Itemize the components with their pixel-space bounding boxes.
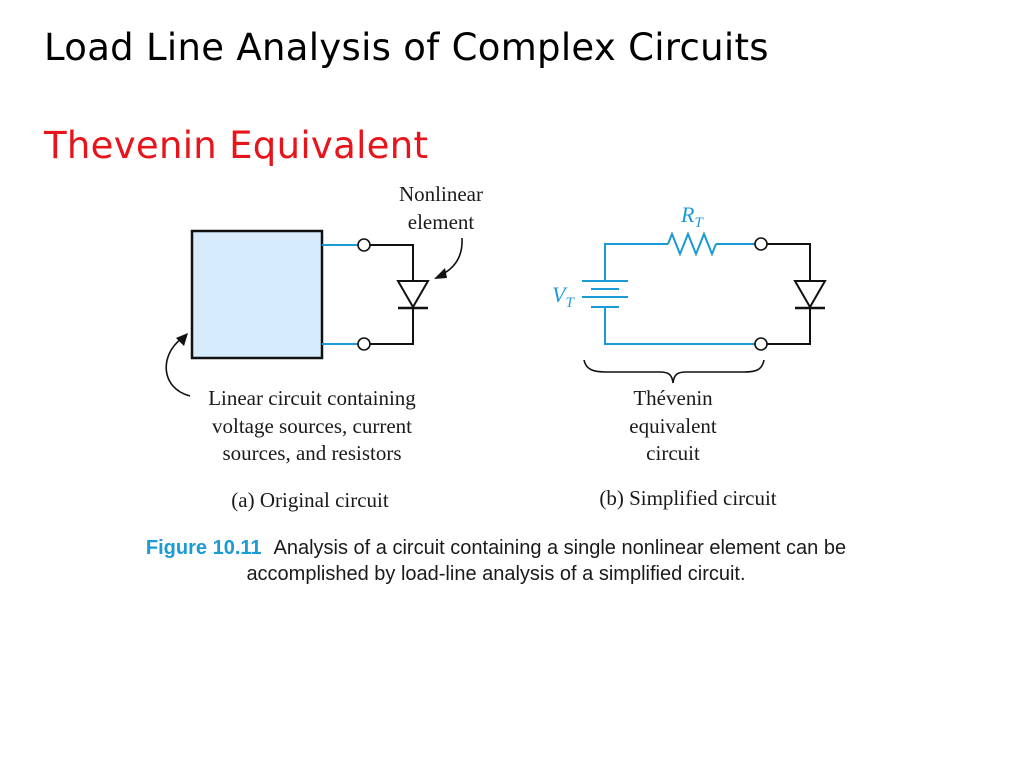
figure-number: Figure 10.11 [146, 537, 262, 559]
resistor-label: RT [680, 202, 704, 231]
linear-arrow-icon [165, 338, 191, 397]
brace-label-line2: equivalent [629, 414, 717, 438]
resistor-icon [667, 231, 717, 257]
linear-label-line1: Linear circuit containing [208, 386, 416, 410]
source-symbol: V [552, 282, 568, 307]
slide-subtitle: Thevenin Equivalent [44, 124, 429, 167]
thevenin-bottom-wire [604, 308, 755, 345]
panel-b-simplified-circuit: RT VT Thévenin equivalent circuit (b) Si… [552, 202, 827, 510]
brace-label-line3: circuit [646, 441, 700, 465]
panel-b-caption: (b) Simplified circuit [599, 486, 776, 510]
nonlinear-arrowhead-icon [434, 268, 447, 279]
slide-title: Load Line Analysis of Complex Circuits [44, 26, 769, 69]
bottom-terminal [357, 337, 371, 351]
nonlinear-label-line1: Nonlinear [399, 182, 483, 206]
source-label: VT [552, 282, 575, 311]
figure-caption-text1: Analysis of a circuit containing a singl… [274, 537, 847, 559]
diode-bottom-wire [370, 308, 414, 345]
linear-label-line3: sources, and resistors [222, 441, 401, 465]
source-subscript: T [565, 295, 575, 311]
thevenin-diode-bottom-wire [767, 308, 811, 345]
thevenin-top-wire-left [604, 243, 668, 280]
diode-icon [396, 280, 430, 310]
linear-arrowhead-icon [176, 333, 188, 346]
top-terminal [357, 238, 371, 252]
resistor-subscript: T [694, 215, 704, 231]
resistor-symbol: R [680, 202, 695, 227]
figure-caption: Figure 10.11 Analysis of a circuit contai… [146, 537, 846, 585]
thevenin-brace-icon [583, 359, 765, 384]
brace-label-line1: Thévenin [633, 386, 713, 410]
thevenin-diode-top-wire [767, 243, 811, 281]
thevenin-diode-icon [793, 280, 827, 310]
battery-icon [582, 280, 628, 308]
figure-caption-line1: Figure 10.11 Analysis of a circuit contai… [146, 537, 846, 559]
panel-a-caption: (a) Original circuit [231, 488, 389, 512]
thevenin-bottom-terminal [754, 337, 768, 351]
linear-circuit-box [190, 229, 324, 360]
nonlinear-label-line2: element [408, 210, 475, 234]
panel-a-original-circuit: Nonlinear element Linear circuit contain… [165, 182, 483, 512]
diode-top-wire [370, 244, 414, 281]
figure-caption-line2: accomplished by load-line analysis of a … [246, 563, 745, 585]
linear-label-line2: voltage sources, current [212, 414, 412, 438]
thevenin-top-terminal [754, 237, 768, 251]
